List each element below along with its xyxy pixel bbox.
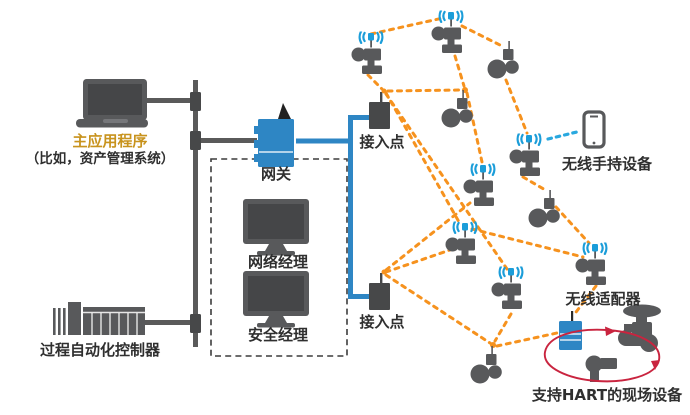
wired-bus bbox=[145, 80, 257, 347]
access-point-top-label: 接入点 bbox=[359, 133, 405, 151]
access-point-bottom-icon bbox=[369, 273, 390, 310]
handheld-phone-icon bbox=[582, 110, 606, 149]
mesh-junction-dot bbox=[381, 88, 387, 94]
laptop-icon bbox=[76, 79, 148, 128]
round-field-device-icon bbox=[488, 41, 519, 79]
control-valve-icon bbox=[618, 304, 661, 352]
round-field-device-icon bbox=[471, 346, 502, 384]
backbone-line bbox=[296, 115, 370, 299]
network-manager-label: 网络经理 bbox=[247, 253, 308, 271]
wireless-transmitter-wifi-icon bbox=[352, 31, 383, 74]
wireless-transmitter-wifi-icon bbox=[492, 266, 523, 309]
host-app-note-label: （比如，资产管理系统） bbox=[25, 151, 175, 167]
security-manager-monitor-icon bbox=[243, 271, 309, 328]
handheld-label: 无线手持设备 bbox=[561, 155, 652, 173]
plc-rack-icon bbox=[53, 302, 145, 335]
mesh-junction-dot bbox=[381, 269, 387, 275]
hart-transmitter-icon bbox=[585, 355, 617, 382]
hart-loop bbox=[544, 326, 661, 383]
management-group-box bbox=[210, 158, 348, 357]
handheld-wireless-link bbox=[546, 129, 583, 141]
round-field-device-icon bbox=[529, 190, 560, 228]
wireless-transmitter-wifi-icon bbox=[510, 133, 541, 176]
gateway-antenna-box-icon bbox=[254, 103, 294, 167]
security-manager-label: 安全经理 bbox=[247, 326, 308, 344]
wireless-adapter-box-icon bbox=[559, 311, 582, 350]
mesh-junction-dot bbox=[490, 342, 496, 348]
bus-node bbox=[190, 92, 201, 111]
mesh-links bbox=[366, 16, 598, 348]
wireless-transmitter-wifi-icon bbox=[446, 221, 477, 264]
wireless-transmitter-wifi-icon bbox=[432, 10, 463, 53]
network-manager-monitor-icon bbox=[243, 199, 309, 256]
bus-node bbox=[190, 314, 201, 333]
access-point-top-icon bbox=[369, 92, 390, 129]
loop-arrowhead bbox=[651, 360, 660, 370]
host-app-label: 主应用程序 bbox=[72, 132, 148, 150]
adapter-label: 无线适配器 bbox=[565, 290, 641, 308]
process-controller-label: 过程自动化控制器 bbox=[39, 341, 160, 359]
loop-arrowhead bbox=[605, 326, 616, 336]
hart-field-device-label: 支持HART的现场设备 bbox=[531, 386, 683, 404]
wireless-transmitter-wifi-icon bbox=[576, 242, 607, 285]
gateway-label: 网关 bbox=[260, 165, 291, 183]
wireless-transmitter-wifi-icon bbox=[464, 163, 495, 206]
access-point-bottom-label: 接入点 bbox=[359, 313, 405, 331]
bus-node bbox=[190, 131, 201, 150]
